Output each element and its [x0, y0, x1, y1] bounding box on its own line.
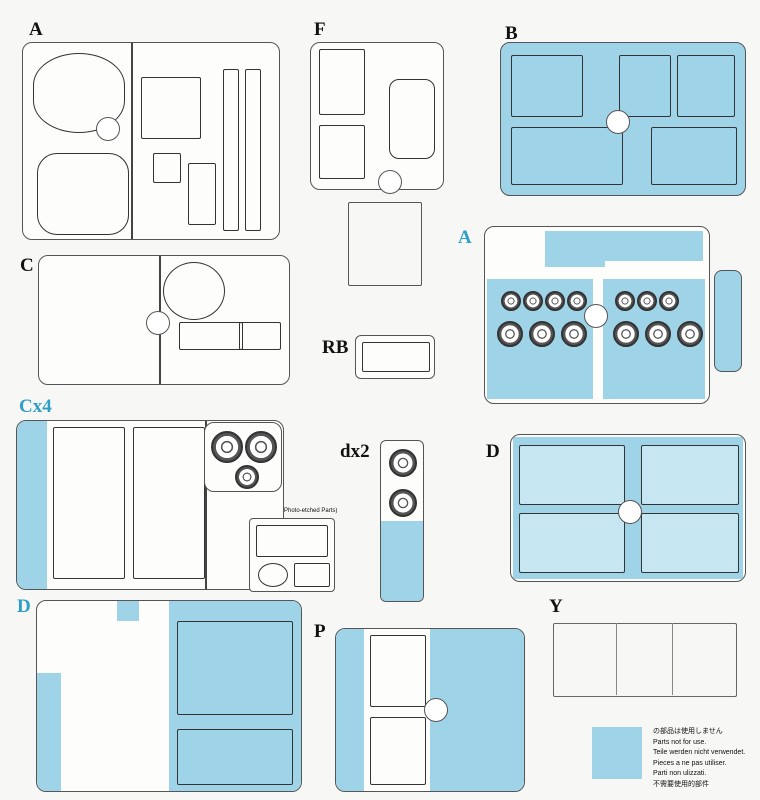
- legend-it: Parti non ulizzati.: [653, 770, 707, 777]
- sprue-ma: [249, 518, 335, 592]
- sprue-a-hub: [96, 117, 120, 141]
- sprue-d: [510, 434, 746, 582]
- part-y-panel: [553, 623, 737, 697]
- sprue-p-hub: [424, 698, 448, 722]
- legend-zh: 不需要使用的部件: [653, 780, 709, 788]
- sprue-label-rb: RB: [322, 337, 349, 358]
- sprue-label-cx4: Cx4: [19, 396, 52, 417]
- sprue-c-hub: [146, 311, 170, 335]
- sprue-label-d-blue: D: [17, 596, 31, 617]
- sprue-rb: [355, 335, 435, 379]
- sprue-dx2: [380, 440, 424, 602]
- sprue-label-b: B: [505, 23, 518, 44]
- sprue-label-p: P: [314, 621, 326, 642]
- sprue-a-blue-side: [714, 270, 742, 372]
- sprue-label-dx2: dx2: [340, 441, 370, 462]
- legend-de: Teile werden nicht verwendet.: [653, 749, 746, 756]
- sprue-d-hub: [618, 500, 642, 524]
- sprue-a: [22, 42, 280, 240]
- part-f16-frame: [348, 202, 422, 286]
- sprue-label-f: F: [314, 19, 326, 40]
- unused-parts-legend: の部品は使用しません Parts not for use. Teile werd…: [653, 727, 745, 790]
- legend-fr: Pieces a ne pas utiliser.: [653, 759, 727, 767]
- sprue-label-ma-subtitle: (Photo-etched Parts): [282, 508, 338, 514]
- sprue-f: [310, 42, 444, 190]
- sprue-d-blue: [36, 600, 302, 792]
- sprue-label-y: Y: [549, 596, 563, 617]
- legend-en: Parts not for use.: [653, 738, 707, 746]
- sprue-a-blue-hub: [584, 304, 608, 328]
- sprue-f-hub: [378, 170, 402, 194]
- sprue-cx4-wheels: [204, 422, 282, 492]
- sprue-label-a-blue: A: [458, 227, 472, 248]
- sprue-label-d: D: [486, 441, 500, 462]
- legend-jp: の部品は使用しません: [653, 728, 723, 735]
- sprue-label-a: A: [29, 19, 43, 40]
- sprue-label-c: C: [20, 255, 34, 276]
- sprue-b-hub: [606, 110, 630, 134]
- unused-parts-swatch: [592, 727, 642, 779]
